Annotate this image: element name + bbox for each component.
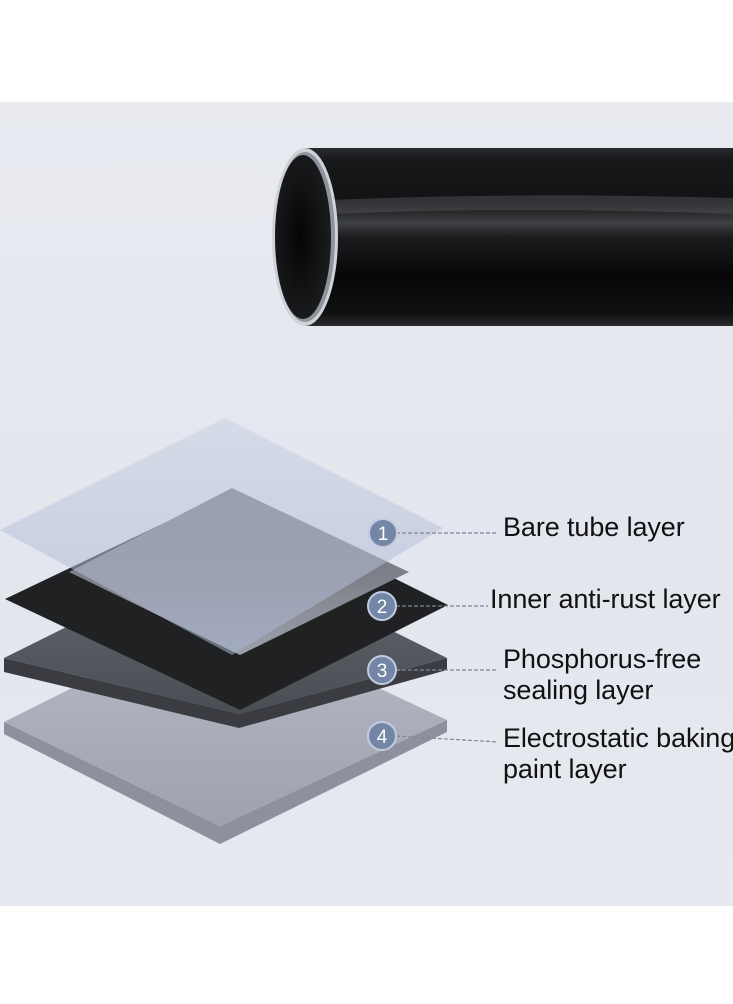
layer-label-4: Electrostatic baking paint layer	[503, 723, 733, 785]
leader-lines	[395, 532, 499, 743]
tube-image	[272, 148, 733, 326]
layer-label-3-line-1: Phosphorus-free	[503, 644, 702, 674]
layer-label-1: Bare tube layer	[503, 512, 685, 543]
layer-marker-2-number: 2	[377, 597, 388, 618]
layer-stack-diagram	[0, 418, 448, 844]
layer-marker-2-circle	[367, 591, 397, 621]
product-diagram-panel: 1 2 3 4 Bare tube layer Inner anti-rust …	[0, 102, 733, 906]
layer-label-3: Phosphorus-free sealing layer	[503, 644, 701, 706]
layer-marker-3: 3	[367, 655, 397, 685]
tube-shine	[330, 195, 733, 214]
layer-marker-1-circle	[368, 518, 398, 548]
layer-marker-4: 4	[367, 721, 397, 751]
layer-marker-3-circle	[367, 655, 397, 685]
plate-3-side	[4, 658, 447, 728]
layer-markers: 1 2 3 4	[367, 518, 398, 751]
tube-body	[305, 148, 733, 326]
leader-line-4	[395, 735, 499, 743]
plate-1	[0, 418, 443, 655]
layer-label-4-line-1: Electrostatic baking	[503, 723, 733, 753]
diagram-artwork: 1 2 3 4	[0, 148, 733, 844]
layer-marker-4-circle	[367, 721, 397, 751]
layer-label-2: Inner anti-rust layer	[490, 584, 721, 615]
layer-marker-2: 2	[367, 591, 397, 621]
layer-marker-3-number: 3	[377, 661, 388, 682]
tube-opening	[275, 155, 331, 319]
layer-marker-4-number: 4	[377, 727, 388, 748]
layer-label-3-line-2: sealing layer	[503, 675, 654, 705]
layer-label-4-line-2: paint layer	[503, 754, 627, 784]
layer-marker-1: 1	[368, 518, 398, 548]
layer-label-1-line-1: Bare tube layer	[503, 512, 685, 542]
layer-label-2-line-1: Inner anti-rust layer	[490, 584, 721, 614]
layer-marker-1-number: 1	[378, 524, 389, 545]
